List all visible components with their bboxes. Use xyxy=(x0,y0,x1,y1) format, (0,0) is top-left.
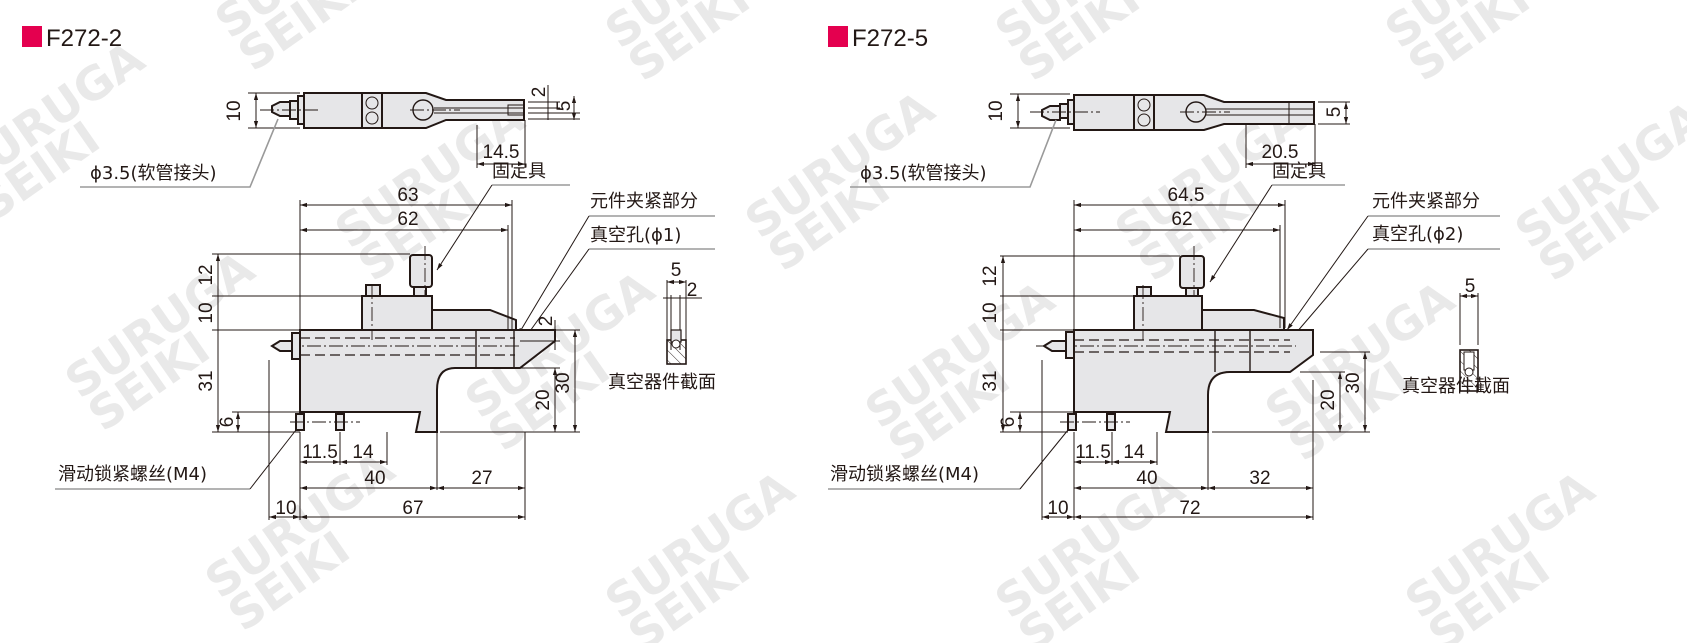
side-view xyxy=(1036,246,1314,433)
dim-h6: 6 xyxy=(217,417,238,428)
label-clamp-part: 元件夹紧部分 xyxy=(590,191,698,212)
dim-h31: 31 xyxy=(196,370,217,391)
dim-h30: 30 xyxy=(553,372,574,393)
dim-tip-2: 2 xyxy=(529,87,550,98)
drawing-f272-5: F272-5 10 5 20.5 ϕ3.5(软管接头) xyxy=(828,25,1510,520)
dim-section-w5: 5 xyxy=(671,260,682,281)
dim-tip-length: 14.5 xyxy=(483,142,520,163)
drawing-f272-2: F272-2 10 2 5 14.5 xyxy=(22,25,716,520)
dim-h10: 10 xyxy=(980,302,1001,323)
label-clamp-part: 元件夹紧部分 xyxy=(1372,191,1480,212)
top-view: 10 2 5 14.5 xyxy=(224,85,580,168)
slider-block xyxy=(361,295,433,331)
dim-overall-top: 63 xyxy=(397,185,418,206)
fixture-knob xyxy=(409,254,433,288)
section-view: 5 真空器件截面 xyxy=(1402,276,1510,397)
dim-tip-5: 5 xyxy=(1324,107,1345,118)
dim-w40: 40 xyxy=(1136,468,1157,489)
dim-w14: 14 xyxy=(1123,442,1145,463)
model-title: F272-5 xyxy=(852,25,928,52)
dim-w32: 32 xyxy=(1249,468,1270,489)
dim-h20: 20 xyxy=(533,389,554,410)
dim-h12: 12 xyxy=(980,265,1001,286)
dim-w27: 27 xyxy=(471,468,492,489)
dim-inner-top: 62 xyxy=(1171,209,1192,230)
label-fixture: 固定具 xyxy=(1272,161,1326,182)
label-lock-screw: 滑动锁紧螺丝(M4) xyxy=(58,464,207,485)
label-section: 真空器件截面 xyxy=(1402,376,1510,397)
dim-section-w2: 2 xyxy=(687,280,698,301)
label-hose-fitting: ϕ3.5(软管接头) xyxy=(860,163,987,184)
side-view xyxy=(270,246,556,433)
dim-top-height: 10 xyxy=(224,100,245,121)
dim-overall-top: 64.5 xyxy=(1168,185,1205,206)
dim-h30: 30 xyxy=(1343,372,1364,393)
model-title: F272-2 xyxy=(46,25,122,52)
dim-top-height: 10 xyxy=(986,100,1007,121)
section-view: 5 2 真空器件截面 xyxy=(608,260,716,393)
dim-tip-h2: 2 xyxy=(536,316,557,327)
dim-inner-top: 62 xyxy=(397,209,418,230)
dim-w10: 10 xyxy=(1047,498,1068,519)
hose-fitting-shape xyxy=(271,101,291,117)
dim-tip-5: 5 xyxy=(554,101,575,112)
dim-tip-length: 20.5 xyxy=(1262,142,1299,163)
dim-w11-5: 11.5 xyxy=(302,442,338,463)
dim-w67: 67 xyxy=(402,498,423,519)
model-marker-square xyxy=(828,26,848,47)
label-section: 真空器件截面 xyxy=(608,372,716,393)
dim-w72: 72 xyxy=(1179,498,1200,519)
label-vacuum-hole: 真空孔(ϕ2) xyxy=(1372,224,1463,245)
model-marker-square xyxy=(22,26,42,47)
dim-w14: 14 xyxy=(352,442,374,463)
dim-w40: 40 xyxy=(364,468,385,489)
dim-h6: 6 xyxy=(998,417,1019,428)
dim-h10: 10 xyxy=(196,302,217,323)
dim-w11-5: 11.5 xyxy=(1075,442,1111,463)
dim-section-w5: 5 xyxy=(1465,276,1476,297)
label-lock-screw: 滑动锁紧螺丝(M4) xyxy=(830,464,979,485)
dim-h31: 31 xyxy=(980,370,1001,391)
label-hose-fitting: ϕ3.5(软管接头) xyxy=(90,163,217,184)
dim-w10: 10 xyxy=(275,498,296,519)
label-vacuum-hole: 真空孔(ϕ1) xyxy=(590,225,681,246)
label-fixture: 固定具 xyxy=(492,161,546,182)
top-view: 10 5 20.5 xyxy=(986,93,1350,168)
dim-h20: 20 xyxy=(1318,389,1339,410)
dim-h12: 12 xyxy=(196,264,217,285)
